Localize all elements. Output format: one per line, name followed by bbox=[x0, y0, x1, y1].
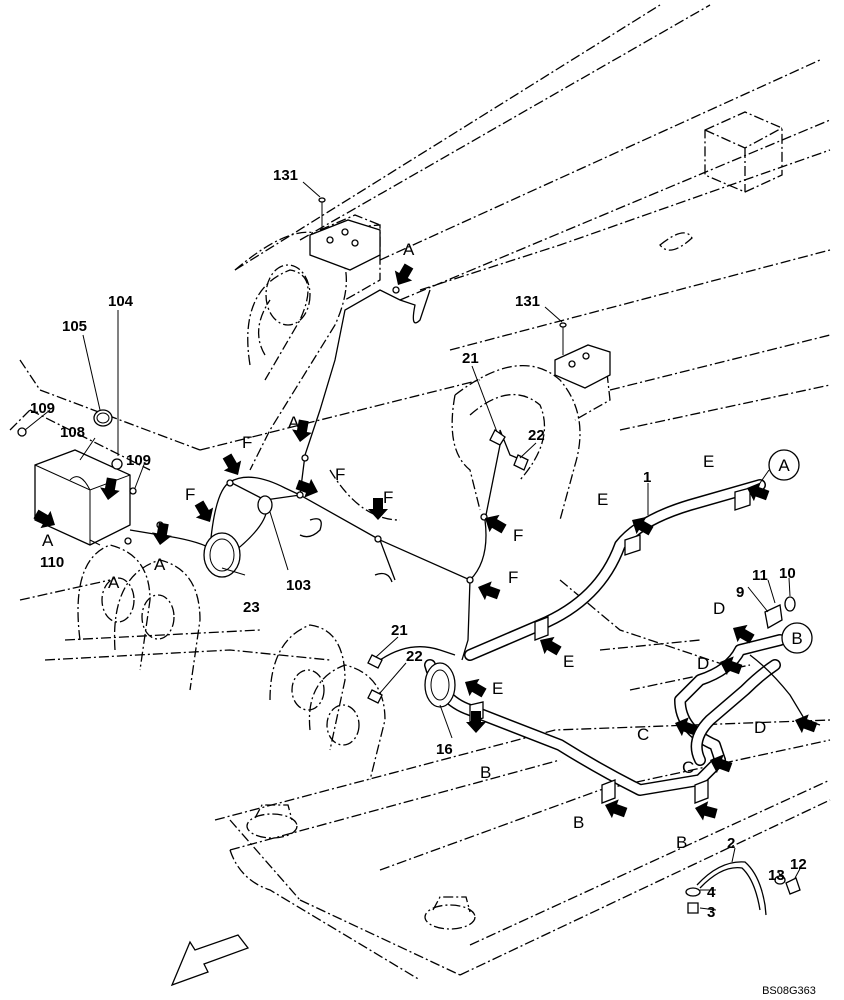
solid-block-arrow-icon bbox=[466, 711, 486, 733]
ring-105 bbox=[93, 409, 113, 427]
harness-parts bbox=[17, 197, 821, 916]
arrow-letter-f: F bbox=[508, 568, 518, 587]
grommet-23 bbox=[203, 532, 241, 578]
callout-22-top: 22 bbox=[528, 427, 545, 444]
arrow-letter-a: A bbox=[42, 531, 54, 550]
arrow-letter-e: E bbox=[597, 490, 608, 509]
callout-104: 104 bbox=[108, 293, 134, 310]
callout-21-top: 21 bbox=[462, 350, 479, 367]
solid-block-arrow-icon bbox=[478, 581, 501, 601]
arrow-letter-f: F bbox=[513, 526, 523, 545]
arrow-letter-d: D bbox=[713, 599, 725, 618]
leader-lines bbox=[24, 181, 803, 911]
arrow-letter-d: D bbox=[754, 718, 766, 737]
arrow-letter-e: E bbox=[703, 452, 714, 471]
solid-block-arrow-icon bbox=[292, 419, 312, 442]
solid-block-arrow-icon bbox=[632, 516, 654, 536]
arrow-letter-a: A bbox=[154, 555, 166, 574]
callout-109-right: 109 bbox=[126, 452, 151, 469]
solid-block-arrow-icon bbox=[152, 522, 172, 545]
arrow-letter-e: E bbox=[492, 679, 503, 698]
solid-block-arrow-icon bbox=[394, 263, 414, 285]
solid-block-arrow-icon bbox=[710, 754, 733, 774]
callout-108: 108 bbox=[60, 424, 85, 441]
connector-circle-a-label: A bbox=[778, 456, 790, 475]
arrow-letter-c: C bbox=[637, 725, 649, 744]
box-108 bbox=[34, 449, 131, 546]
solid-block-arrow-icon bbox=[465, 678, 487, 698]
arrow-letter-b: B bbox=[676, 833, 687, 852]
callout-3: 3 bbox=[707, 904, 715, 921]
callout-13: 13 bbox=[768, 867, 785, 884]
callout-103: 103 bbox=[286, 577, 311, 594]
part-callouts: 131 131 105 104 109 108 109 110 21 22 1 … bbox=[30, 167, 807, 921]
callout-12: 12 bbox=[790, 856, 807, 873]
arrow-letter-a: A bbox=[108, 573, 120, 592]
arrow-letter-f: F bbox=[242, 433, 252, 452]
solid-block-arrow-icon bbox=[695, 801, 718, 821]
arrow-letter-c: C bbox=[682, 758, 694, 777]
connector-circle-b-label: B bbox=[791, 629, 802, 648]
solid-block-arrow-icon bbox=[100, 477, 120, 500]
arrow-letter-f: F bbox=[185, 485, 195, 504]
main-harness-wire bbox=[129, 289, 501, 581]
drawing-code: BS08G363 bbox=[762, 985, 816, 997]
solid-block-arrow-icon bbox=[194, 500, 214, 522]
solid-block-arrow-icon bbox=[733, 624, 755, 644]
callout-10: 10 bbox=[779, 565, 796, 582]
solid-block-arrow-icon bbox=[485, 514, 507, 534]
arrow-letter-b: B bbox=[480, 763, 491, 782]
callout-16: 16 bbox=[436, 741, 453, 758]
grommet-103 bbox=[257, 495, 273, 515]
callout-22-bottom: 22 bbox=[406, 648, 423, 665]
arrow-letter-b: B bbox=[573, 813, 584, 832]
callout-131-top: 131 bbox=[273, 167, 298, 184]
callout-2: 2 bbox=[727, 835, 735, 852]
solid-block-arrow-icon bbox=[720, 656, 743, 676]
connector-circle-b: B bbox=[781, 622, 813, 654]
callout-1: 1 bbox=[643, 469, 651, 486]
callout-109-left: 109 bbox=[30, 400, 55, 417]
solid-block-arrow-icon bbox=[675, 717, 698, 737]
arrow-letter-a: A bbox=[288, 413, 300, 432]
grommet-16 bbox=[424, 662, 456, 708]
solid-block-arrow-icon bbox=[540, 636, 562, 656]
connector-circle-a: A bbox=[759, 449, 800, 484]
solid-block-arrow-icon bbox=[795, 714, 818, 734]
callout-9: 9 bbox=[736, 584, 744, 601]
pin-131-mid bbox=[554, 322, 611, 389]
location-arrows: A A A A A F F F F F F E E E E B B B C C D D D bbox=[33, 240, 818, 852]
arrow-letter-f: F bbox=[383, 488, 393, 507]
callout-11: 11 bbox=[752, 567, 768, 584]
solid-block-arrow-icon bbox=[368, 498, 388, 520]
arrow-letter-d: D bbox=[697, 654, 709, 673]
solid-block-arrow-icon bbox=[295, 478, 318, 498]
callout-4: 4 bbox=[707, 884, 716, 901]
callout-23: 23 bbox=[243, 599, 260, 616]
solid-block-arrow-icon bbox=[33, 509, 55, 529]
callout-21-bottom: 21 bbox=[391, 622, 408, 639]
callout-131-mid: 131 bbox=[515, 293, 540, 310]
solid-block-arrow-icon bbox=[605, 799, 628, 819]
arrow-letter-f: F bbox=[335, 465, 345, 484]
phantom-structure bbox=[9, 4, 831, 981]
callout-110: 110 bbox=[40, 554, 64, 571]
arrow-letter-a: A bbox=[403, 240, 415, 259]
solid-block-arrow-icon bbox=[222, 453, 242, 475]
arrow-letter-e: E bbox=[563, 652, 574, 671]
hose-2 bbox=[696, 861, 767, 916]
pin-131-top bbox=[309, 197, 381, 271]
hollow-direction-arrow-icon bbox=[170, 934, 250, 987]
solid-block-arrow-icon bbox=[747, 482, 770, 502]
callout-105: 105 bbox=[62, 318, 87, 335]
